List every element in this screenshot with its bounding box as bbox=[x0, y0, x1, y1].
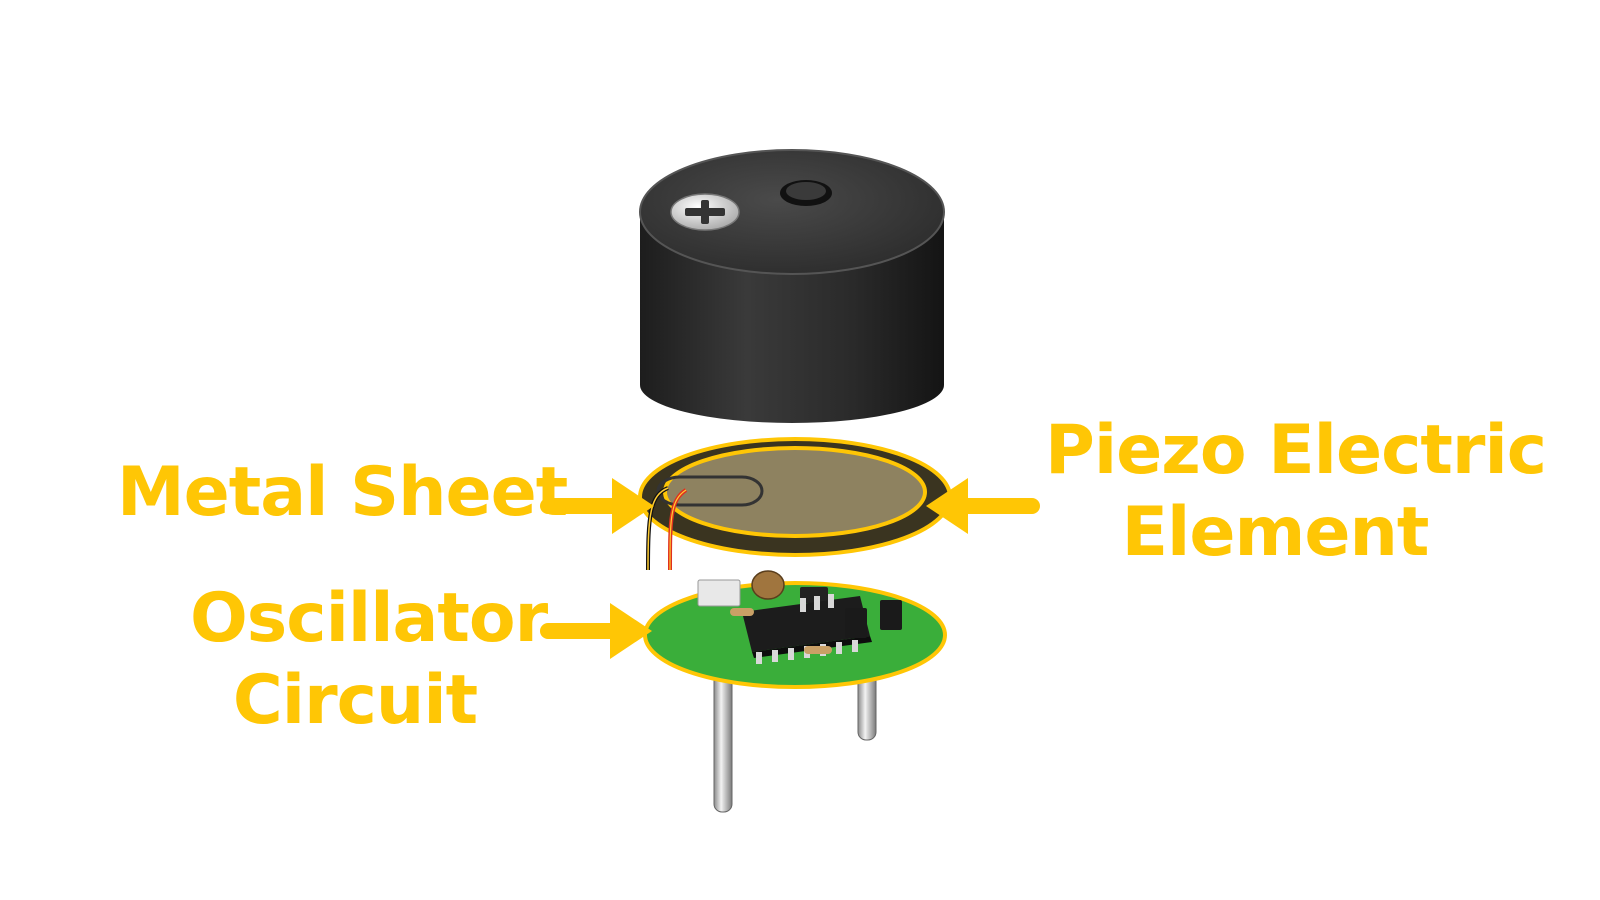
component-capacitor bbox=[751, 570, 785, 600]
component-crystal bbox=[697, 579, 741, 607]
component-resistor-2 bbox=[730, 608, 754, 616]
component-resistor bbox=[804, 646, 832, 654]
component-transistor-3 bbox=[880, 600, 902, 630]
label-oscillator-line1: Oscillator bbox=[190, 579, 548, 658]
label-piezo-electric-element: Piezo Electric Element bbox=[1045, 410, 1547, 574]
plus-screw-icon bbox=[670, 193, 740, 231]
arrow-oscillator bbox=[540, 603, 652, 659]
piezo-disc bbox=[638, 437, 952, 571]
component-transistor bbox=[800, 587, 828, 603]
label-metal-sheet-text: Metal Sheet bbox=[117, 453, 568, 532]
arrow-piezo-element bbox=[926, 478, 1040, 534]
label-oscillator-circuit: Oscillator Circuit bbox=[190, 578, 548, 742]
arrow-metal-sheet bbox=[540, 478, 654, 534]
oscillator-pcb bbox=[643, 570, 947, 689]
buzzer-housing bbox=[639, 149, 945, 423]
label-metal-sheet: Metal Sheet bbox=[117, 452, 568, 534]
sound-hole-icon bbox=[780, 180, 832, 206]
label-oscillator-line2: Circuit bbox=[232, 661, 478, 740]
component-transistor-2 bbox=[845, 608, 867, 638]
label-piezo-line1: Piezo Electric bbox=[1045, 411, 1547, 490]
label-piezo-line2: Element bbox=[1121, 493, 1430, 572]
